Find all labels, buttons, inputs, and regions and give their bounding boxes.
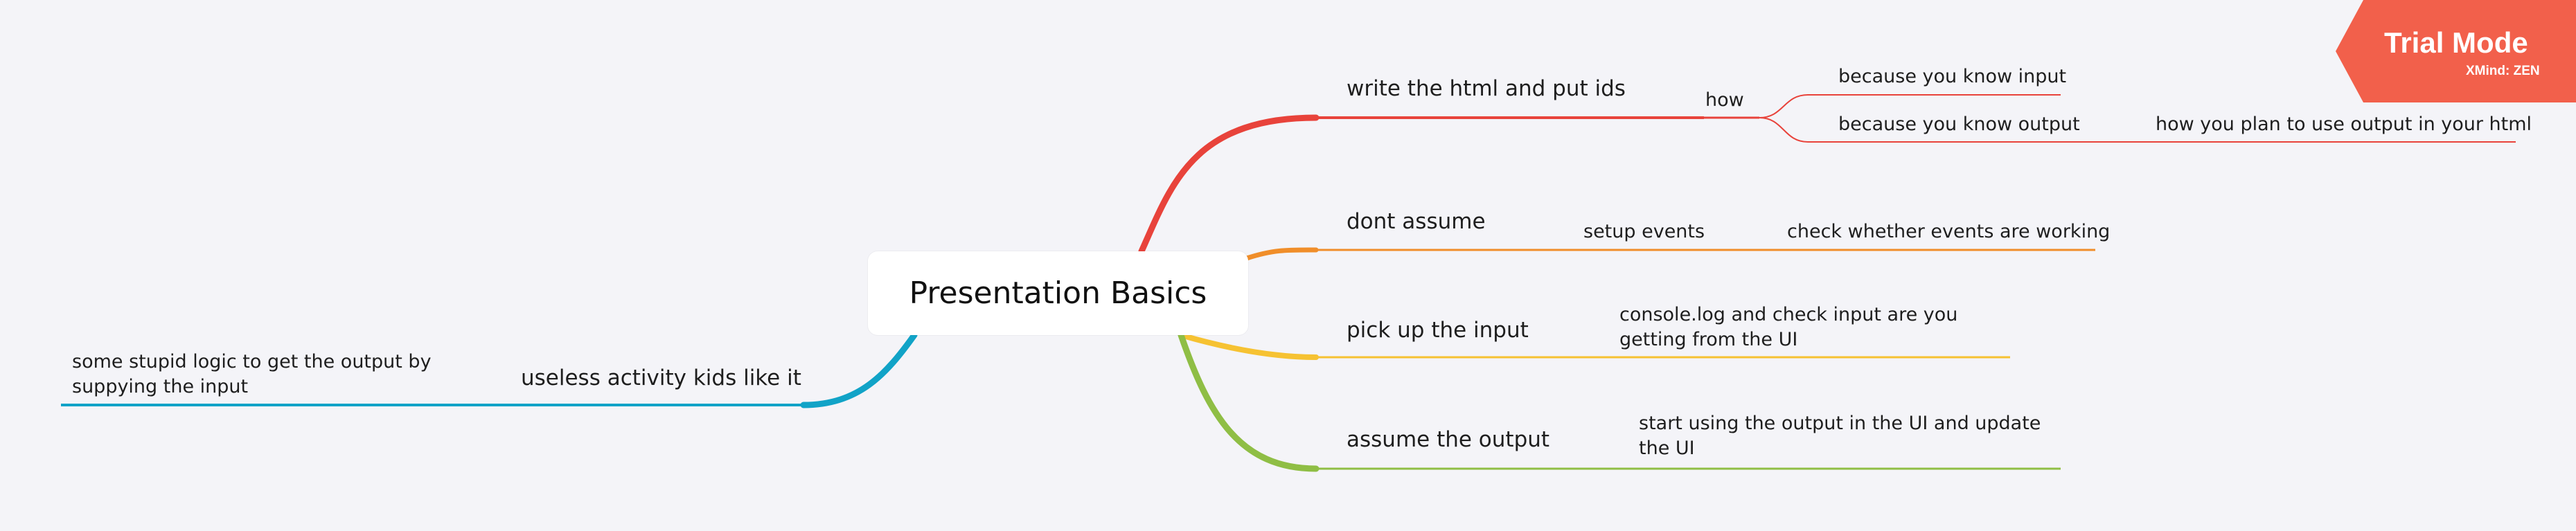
topic-how[interactable]: how (1705, 89, 1744, 111)
connector-useless-activity (800, 332, 918, 408)
topic-how-plan-output[interactable]: how you plan to use output in your html (2156, 114, 2532, 135)
xmind-zen-logo: XMind: ZEN (2466, 64, 2540, 78)
topic-dont-assume[interactable]: dont assume (1347, 209, 1486, 234)
topic-pick-input[interactable]: pick up the input (1347, 318, 1529, 343)
topic-because-input[interactable]: because you know input (1838, 66, 2067, 87)
trial-mode-label: Trial Mode (2384, 26, 2528, 59)
connector-assume-output (1178, 332, 1320, 472)
topic-because-output[interactable]: because you know output (1838, 114, 2080, 135)
topic-console-log[interactable]: console.log and check input are you gett… (1619, 304, 1958, 350)
topic-write-html[interactable]: write the html and put ids (1347, 76, 1626, 101)
connector-how-output (1759, 117, 1809, 143)
topic-setup-events[interactable]: setup events (1583, 221, 1705, 242)
central-topic-label: Presentation Basics (909, 276, 1207, 311)
connector-pick-input (1178, 332, 1319, 360)
topic-stupid-logic[interactable]: some stupid logic to get the output by s… (72, 351, 432, 397)
topic-start-using-output[interactable]: start using the output in the UI and upd… (1639, 413, 2041, 459)
topic-useless-activity[interactable]: useless activity kids like it (521, 366, 801, 390)
central-topic[interactable]: Presentation Basics (868, 251, 1248, 335)
connector-write-html (1138, 114, 1320, 255)
connector-dont-assume (1244, 247, 1319, 261)
topic-check-events[interactable]: check whether events are working (1787, 221, 2111, 242)
trial-mode-badge[interactable] (2336, 0, 2576, 102)
topic-assume-output[interactable]: assume the output (1347, 427, 1550, 452)
connector-how-input (1759, 94, 1809, 118)
